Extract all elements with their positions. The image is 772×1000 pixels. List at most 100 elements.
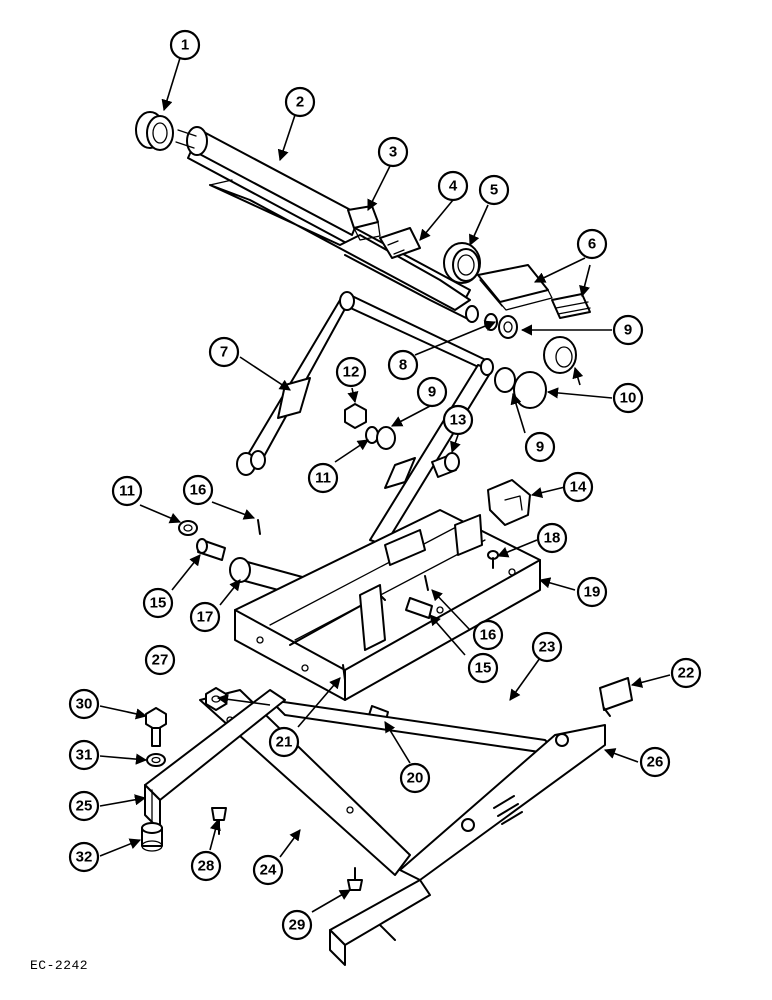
callout-3-label: 3 [389, 144, 397, 161]
part-rear-right-slide-rail [329, 879, 431, 966]
callout-8: 8 [387, 349, 419, 381]
callout-11-center-label: 11 [315, 470, 331, 487]
callout-10-label: 10 [620, 390, 637, 407]
callout-22: 22 [670, 657, 702, 689]
callout-13: 13 [442, 404, 474, 436]
callout-3: 3 [377, 136, 409, 168]
callout-9-middle-label: 9 [428, 384, 436, 401]
part-29-bolt [347, 867, 363, 891]
callout-24: 24 [252, 854, 284, 886]
callout-30-label: 30 [76, 696, 93, 713]
part-6-pads [477, 264, 591, 319]
callout-31-label: 31 [76, 747, 93, 764]
part-30-bolt [145, 707, 167, 747]
callout-17: 17 [189, 601, 221, 633]
part-26-right-rail [399, 724, 606, 881]
part-8-9-washers-upper [484, 313, 518, 339]
callout-26-label: 26 [647, 754, 664, 771]
callout-28-label: 28 [198, 858, 215, 875]
callout-15-right-label: 15 [475, 660, 492, 677]
part-22-bracket [599, 677, 633, 717]
callout-15-right: 15 [467, 652, 499, 684]
callout-4: 4 [437, 170, 469, 202]
callout-11-left: 11 [111, 475, 143, 507]
callout-2-label: 2 [296, 94, 304, 111]
callout-11-center: 11 [307, 462, 339, 494]
part-5-bushing [443, 242, 481, 284]
callout-9-lower-label: 9 [536, 439, 544, 456]
callout-22-label: 22 [678, 665, 695, 682]
callout-32: 32 [68, 841, 100, 873]
callout-9-upper-label: 9 [624, 322, 632, 339]
callout-16-left-label: 16 [190, 482, 207, 499]
callout-6: 6 [576, 228, 608, 260]
callout-9-lower: 9 [524, 431, 556, 463]
leader-lines [99, 57, 671, 913]
callout-2: 2 [284, 86, 316, 118]
part-4-bracket [379, 227, 421, 259]
callout-1-label: 1 [181, 37, 189, 54]
callout-11-left-label: 11 [119, 483, 135, 500]
callout-32-label: 32 [76, 849, 93, 866]
part-11-12-nut-washer [344, 403, 396, 450]
callout-9-upper: 9 [612, 314, 644, 346]
callout-25-label: 25 [76, 798, 93, 815]
callout-4-label: 4 [449, 178, 458, 195]
part-31-washer [146, 753, 166, 767]
part-2-upper-tube-assembly [175, 126, 479, 323]
part-11-15-16-left-hardware [178, 519, 261, 561]
callout-19: 19 [576, 576, 608, 608]
part-10-bushing [494, 336, 577, 409]
callout-20-label: 20 [407, 770, 424, 787]
callout-14: 14 [562, 471, 594, 503]
callout-23-label: 23 [539, 639, 556, 656]
callout-8-label: 8 [399, 357, 407, 374]
callout-7-label: 7 [220, 344, 228, 361]
part-13-pin [431, 452, 460, 478]
callout-27: 27 [144, 644, 176, 676]
callout-5-label: 5 [490, 182, 498, 199]
callout-20: 20 [399, 762, 431, 794]
callout-16-left: 16 [182, 474, 214, 506]
part-25-left-slide-rail [144, 689, 286, 831]
callout-16-right: 16 [472, 619, 504, 651]
callout-15-left: 15 [142, 587, 174, 619]
part-19-seat-base-frame [234, 509, 541, 701]
callout-23: 23 [531, 631, 563, 663]
callout-28: 28 [190, 850, 222, 882]
callout-21-label: 21 [276, 734, 293, 751]
callout-9-middle: 9 [416, 376, 448, 408]
callout-19-label: 19 [584, 584, 601, 601]
figure-reference-code: EC-2242 [30, 958, 89, 973]
callout-7: 7 [208, 336, 240, 368]
callout-30: 30 [68, 688, 100, 720]
callout-26: 26 [639, 746, 671, 778]
callout-12: 12 [335, 356, 367, 388]
callout-29-label: 29 [289, 917, 306, 934]
callout-14-label: 14 [570, 479, 587, 496]
callout-15-left-label: 15 [150, 595, 167, 612]
part-15-16-right-hardware [405, 575, 433, 619]
callout-13-label: 13 [450, 412, 467, 429]
callout-29: 29 [281, 909, 313, 941]
callout-24-label: 24 [260, 862, 277, 879]
callout-16-right-label: 16 [480, 627, 497, 644]
callout-6-label: 6 [588, 236, 596, 253]
callout-5: 5 [478, 174, 510, 206]
callout-18-label: 18 [544, 530, 561, 547]
callout-27-label: 27 [152, 652, 169, 669]
callout-31: 31 [68, 739, 100, 771]
part-28-bolt [211, 807, 227, 835]
part-3-clip [347, 205, 381, 241]
part-14-bumper [487, 479, 531, 526]
callout-17-label: 17 [197, 609, 214, 626]
callout-25: 25 [68, 790, 100, 822]
callout-10: 10 [612, 382, 644, 414]
callout-12-label: 12 [343, 364, 360, 381]
callout-18: 18 [536, 522, 568, 554]
part-32-spacer [141, 822, 163, 852]
callout-1: 1 [169, 29, 201, 61]
callout-21: 21 [268, 726, 300, 758]
part-1-bushing [135, 111, 174, 151]
